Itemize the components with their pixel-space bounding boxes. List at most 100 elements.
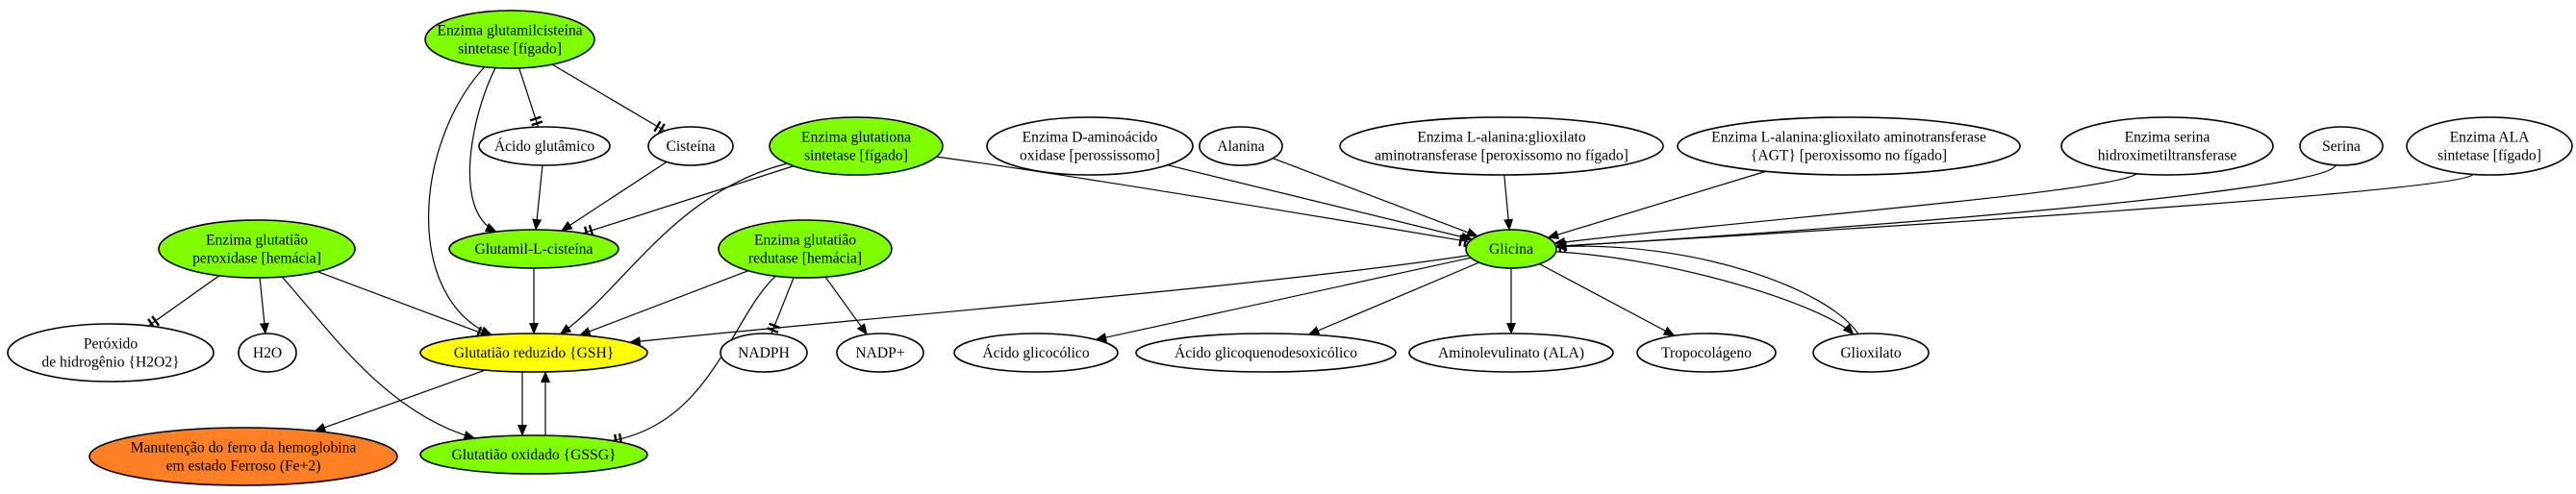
node-glicina: Glicina	[1465, 229, 1557, 269]
node-tropocolageno: Tropocolágeno	[1636, 333, 1777, 373]
edge-line	[1554, 164, 2336, 251]
node-ellipse	[1636, 333, 1777, 373]
edge-layer	[147, 63, 2474, 446]
edge-gcs-to-cisteina	[551, 63, 666, 135]
node-ellipse	[2406, 116, 2573, 176]
node-label-line: Glioxilato	[1840, 345, 1901, 361]
node-label-line: {AGT} [peroxissomo no fígado]	[1751, 148, 1947, 164]
edge-glicina-to-glicocolico	[1095, 257, 1472, 342]
node-ellipse	[1199, 126, 1283, 166]
edge-line	[1555, 173, 2474, 247]
edge-gr-to-nadph	[767, 277, 795, 334]
node-cisteina: Cisteína	[647, 126, 734, 166]
node-label-line: sintetase [fígado]	[2437, 148, 2541, 164]
node-ellipse	[1339, 116, 1664, 176]
edge-line	[582, 165, 795, 235]
edge-gr-to-gsh	[578, 270, 749, 336]
node-label-line: Glicina	[1489, 241, 1533, 258]
node-gsh: Glutatião reduzido {GSH}	[419, 333, 648, 373]
edge-gcs-to-gsh	[427, 66, 492, 335]
edge-line	[559, 162, 788, 335]
edge-line	[1553, 173, 2137, 247]
node-label-line: Glutatião oxidado {GSSG}	[452, 447, 617, 463]
node-label-line: Glutatião reduzido {GSH}	[454, 345, 615, 361]
edge-line	[316, 271, 488, 336]
edge-line	[1539, 263, 1676, 336]
edge-line	[1547, 170, 1767, 239]
node-label-line: Ácido glutâmico	[494, 138, 595, 155]
node-label-line: Ácido glicoquenodesoxicólico	[1174, 345, 1357, 361]
node-label-line: Enzima glutatião	[754, 233, 856, 249]
edge-line	[628, 255, 1469, 347]
edge-daao-to-glicina	[1167, 164, 1474, 242]
node-ellipse	[718, 219, 893, 279]
node-ellipse	[478, 126, 611, 166]
node-label-line: peroxidase [hemácia]	[192, 251, 321, 267]
node-ellipse	[986, 116, 1194, 176]
edge-cisteina-to-glutamil_cisteina	[560, 161, 668, 232]
edge-line	[551, 63, 666, 132]
node-gr: Enzima glutatião redutase [hemácia]	[718, 219, 893, 279]
edge-line	[532, 164, 543, 231]
edge-line	[1307, 261, 1479, 335]
node-ellipse	[419, 333, 648, 373]
node-label-line: Glutamil-L-cisteína	[475, 241, 593, 258]
node-ellipse	[1465, 229, 1557, 269]
node-label-line: Manutenção do ferro da hemoglobina	[131, 440, 357, 457]
node-ellipse	[769, 116, 944, 176]
node-label-line: Enzima L-alanina:glioxilato	[1417, 130, 1586, 146]
node-ellipse	[424, 10, 595, 69]
node-ellipse	[448, 229, 619, 269]
edge-glutationa_sintetase-to-glicina	[936, 156, 1470, 248]
edge-glioxilato-to-glicina	[1554, 241, 1859, 334]
node-label-line: sintetase [fígado]	[804, 148, 908, 164]
edge-line	[1095, 257, 1472, 342]
edge-line	[1167, 164, 1474, 242]
node-ellipse	[2060, 116, 2274, 176]
node-ellipse	[238, 333, 297, 373]
node-glutamil-cisteina: Glutamil-L-cisteína	[448, 229, 619, 269]
edge-line	[1555, 251, 1855, 335]
node-agt2: Enzima L-alanina:glioxilato aminotransfe…	[1677, 116, 2021, 176]
edge-gpx-to-gsh	[316, 271, 488, 340]
node-acido-glutamico: Ácido glutâmico	[478, 126, 611, 166]
edge-line	[824, 276, 868, 335]
node-ellipse	[1408, 333, 1614, 373]
node-label-line: redutase [hemácia]	[748, 251, 862, 267]
inhibition-bar-2	[1563, 239, 1567, 252]
node-label-line: hidroximetiltransferase	[2098, 148, 2237, 164]
node-label-line: oxidase [perossissomo]	[1020, 148, 1160, 164]
edge-line	[281, 276, 476, 440]
node-ellipse	[88, 427, 398, 486]
node-label-line: Ácido glicocólico	[982, 345, 1089, 361]
node-agt1: Enzima L-alanina:glioxilatoaminotransfer…	[1339, 116, 1664, 176]
edge-gpx-to-gssg	[281, 276, 476, 440]
node-alanina: Alanina	[1199, 126, 1283, 166]
edge-gsh-to-ferro	[314, 369, 486, 432]
edge-glutationa_sintetase-to-gsh	[559, 162, 788, 335]
edge-line	[560, 161, 668, 232]
edge-gr-to-nadp	[824, 276, 868, 335]
edge-alanina-to-glicina	[1273, 158, 1478, 237]
edge-line	[936, 156, 1470, 243]
node-ellipse	[1812, 333, 1930, 373]
node-serina: Serina	[2299, 126, 2384, 166]
edge-line	[1273, 158, 1478, 237]
node-ellipse	[1677, 116, 2021, 176]
node-ellipse	[2299, 126, 2384, 166]
node-glicocolico: Ácido glicocólico	[953, 333, 1119, 373]
edge-agt2-to-glicina	[1547, 170, 1767, 239]
node-label-line: Alanina	[1217, 138, 1264, 155]
node-glicoquenodesoxicolico: Ácido glicoquenodesoxicólico	[1135, 333, 1397, 373]
node-label-line: Enzima L-alanina:glioxilato aminotransfe…	[1711, 130, 1986, 146]
node-nadp: NADP+	[836, 333, 924, 373]
edge-glicina-to-tropocolageno	[1539, 263, 1676, 336]
edge-gcs-to-acido_glutamico	[518, 67, 543, 128]
node-glioxilato: Glioxilato	[1812, 333, 1930, 373]
edge-line	[468, 67, 497, 233]
node-label-line: NADP+	[855, 345, 904, 361]
